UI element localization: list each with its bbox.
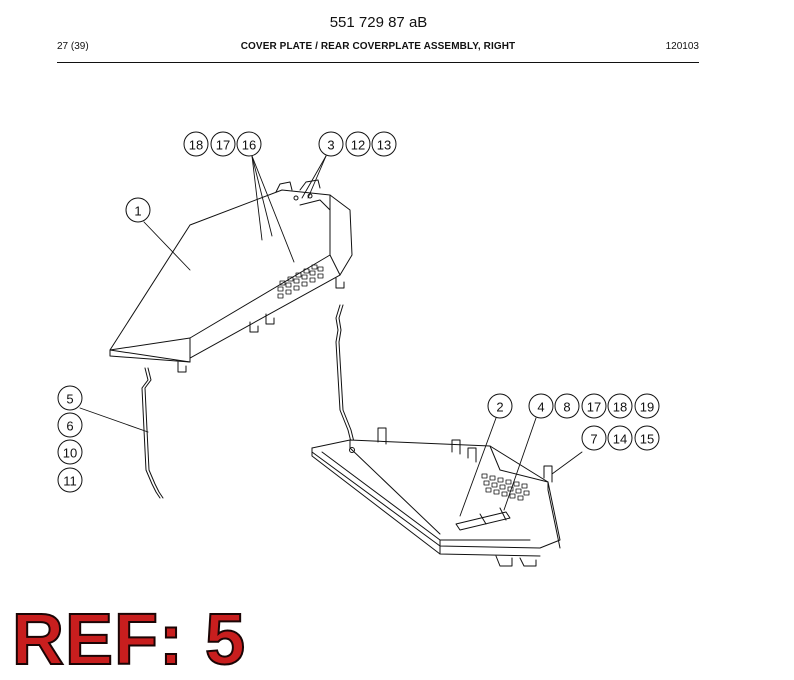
page-number: 27 (39) xyxy=(57,41,89,52)
header-rule xyxy=(57,62,699,63)
callout-label: 11 xyxy=(63,474,77,489)
callout-label: 10 xyxy=(63,446,77,461)
callout-label: 19 xyxy=(640,400,654,415)
callout-balloons xyxy=(57,131,660,493)
callout-group-top-right xyxy=(318,131,397,157)
callout-label: 7 xyxy=(590,432,597,447)
callout-label: 4 xyxy=(537,400,544,415)
callout-label: 12 xyxy=(351,138,365,153)
callout-label: 5 xyxy=(66,392,73,407)
callout-label: 17 xyxy=(587,400,601,415)
callout-group-lower-right-a xyxy=(528,393,660,419)
rear-coverplate-tray xyxy=(311,427,561,567)
callout-label: 17 xyxy=(216,138,230,153)
cover-plate-upper xyxy=(109,179,353,373)
callout-label: 3 xyxy=(327,138,334,153)
callout-label: 14 xyxy=(613,432,627,447)
callout-label: 18 xyxy=(613,400,627,415)
callout-group-lower-mid xyxy=(487,393,513,419)
callout-group-rod-left xyxy=(57,385,83,493)
callout-label: 6 xyxy=(66,419,73,434)
callout-label: 8 xyxy=(563,400,570,415)
callout-label: 15 xyxy=(640,432,654,447)
ref-label: REF: 5 xyxy=(11,600,247,680)
callout-label: 2 xyxy=(496,400,503,415)
header-row: 27 (39) COVER PLATE / REAR COVERPLATE AS… xyxy=(57,41,699,57)
callout-label: 18 xyxy=(189,138,203,153)
support-rod-left xyxy=(141,367,164,499)
callout-group-top-left xyxy=(183,131,262,157)
callout-group-lower-right-b xyxy=(581,425,660,451)
callout-labels: 18 17 16 3 12 13 1 5 6 10 11 2 4 8 17 18… xyxy=(63,138,654,489)
support-rod-middle xyxy=(335,304,356,447)
callout-label: 13 xyxy=(377,138,391,153)
document-date: 120103 xyxy=(665,41,699,52)
callout-group-cover xyxy=(125,197,151,223)
callout-label: 1 xyxy=(134,204,141,219)
document-number: 551 729 87 aB xyxy=(329,14,428,31)
leader-lines xyxy=(79,155,583,517)
page-title: COVER PLATE / REAR COVERPLATE ASSEMBLY, … xyxy=(240,41,516,52)
callout-label: 16 xyxy=(242,138,256,153)
